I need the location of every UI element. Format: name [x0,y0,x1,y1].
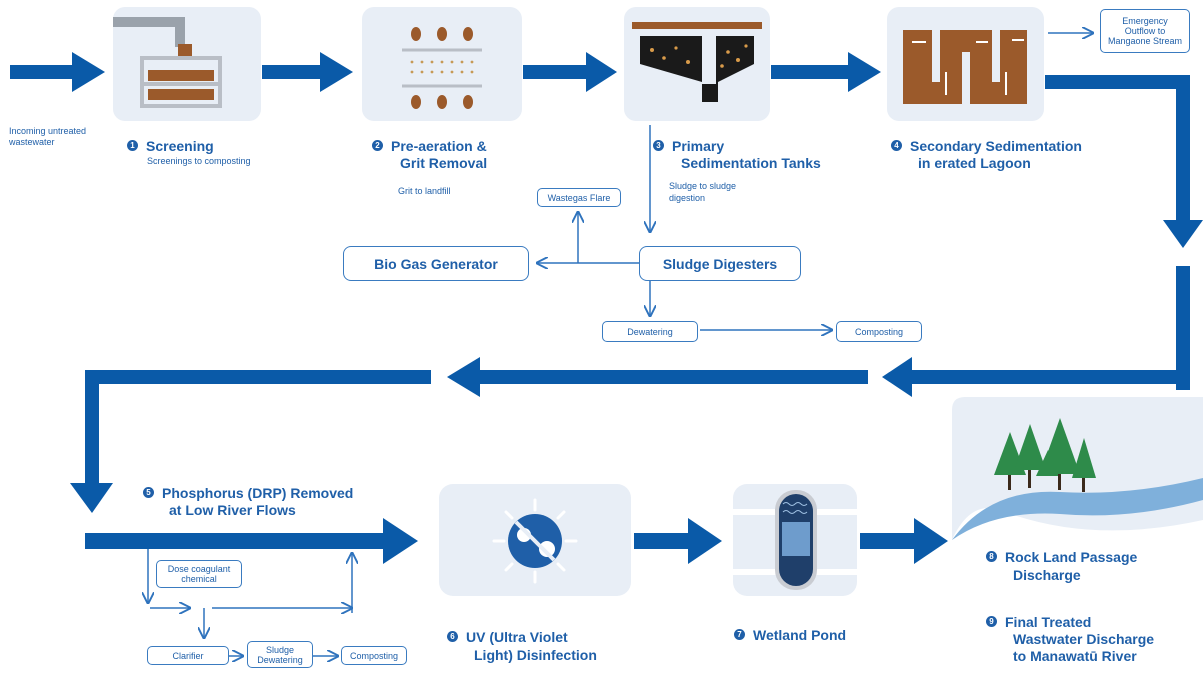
stage-3-label: 3 Primary [653,138,724,156]
wetland-pond-illustration [733,484,857,596]
composting-top-box: Composting [836,321,922,342]
dose-coagulant-box: Dose coagulant chemical [156,560,242,588]
stage-8-number: 8 [986,551,997,562]
wastegas-flare-box: Wastegas Flare [537,188,621,207]
stage-3-title-line2: Sedimentation Tanks [681,155,821,171]
stage-7-label: 7 Wetland Pond [734,627,846,645]
stage-9-number: 9 [986,616,997,627]
sludge-digesters-box: Sludge Digesters [639,246,801,281]
stage-8-title-line2: Discharge [1013,567,1081,583]
clarifier-box: Clarifier [147,646,229,665]
stage-4-label: 4 Secondary Sedimentation [891,138,1082,156]
stage-9-title-line3: to Manawatū River [1013,648,1137,664]
primary-sedimentation-illustration [624,7,770,121]
stage-5-number: 5 [143,487,154,498]
uv-disinfection-illustration [439,484,631,596]
stage-5-label: 5 Phosphorus (DRP) Removed [143,485,353,503]
stage-3-title-line1: Primary [672,138,725,154]
stage-1-note: Screenings to composting [147,156,251,166]
dose-line2: chemical [181,574,217,584]
dewatering-box: Dewatering [602,321,698,342]
stage-6-title-line2: Light) Disinfection [474,647,597,663]
sludge-dewatering-line1: Sludge [265,644,295,655]
sludge-dewatering-line2: Dewatering [257,654,303,665]
aerated-lagoon-illustration [887,7,1044,121]
stage-8-title-line1: Rock Land Passage [1005,549,1138,565]
stage-9-title-line1: Final Treated [1005,614,1092,630]
stage-1-number: 1 [127,140,138,151]
grit-removal-illustration [362,7,522,121]
stage-4-title-line1: Secondary Sedimentation [910,138,1082,154]
stage-6-number: 6 [447,631,458,642]
stage-2-note: Grit to landfill [398,186,451,196]
stage-5-title-line2: at Low River Flows [169,502,296,518]
stage-1-title: Screening [146,138,214,154]
stage-6-title-line1: UV (Ultra Violet [466,629,568,645]
river-landscape-illustration [952,397,1203,540]
stage-2-label: 2 Pre-aeration & [372,138,487,156]
main-flow-arrows [10,52,1203,564]
bio-gas-generator-box: Bio Gas Generator [343,246,529,281]
incoming-wastewater-label: Incoming untreated wastewater [9,126,87,147]
stage-1-label: 1 Screening [127,138,214,156]
stage-6-label: 6 UV (Ultra Violet [447,629,568,647]
stage-9-title-line2: Wastwater Discharge [1013,631,1155,647]
stage-8-label: 8 Rock Land Passage [986,549,1137,567]
thin-connectors [148,33,1093,656]
stage-7-number: 7 [734,629,745,640]
emergency-outflow-box: Emergency Outflow to Mangaone Stream [1100,9,1190,53]
stage-4-title-line2: in erated Lagoon [918,155,1031,171]
stage-4-number: 4 [891,140,902,151]
stage-5-title-line1: Phosphorus (DRP) Removed [162,485,354,501]
sludge-dewatering-box: Sludge Dewatering [247,641,313,668]
stage-2-title-line2: Grit Removal [400,155,488,171]
stage-2-number: 2 [372,140,383,151]
emergency-line2: Outflow to [1124,26,1166,36]
stage-3-note-line1: Sludge to sludge [669,181,737,191]
dose-line1: Dose coagulant [167,564,231,574]
stage-3-note-line2: digestion [669,193,706,203]
screening-illustration [113,7,261,121]
stage-3-number: 3 [653,140,664,151]
stage-2-title-line1: Pre-aeration & [391,138,487,154]
stage-7-title: Wetland Pond [753,627,847,643]
composting-bottom-box: Composting [341,646,407,665]
emergency-line3: Mangaone Stream [1107,36,1183,46]
stage-9-label: 9 Final Treated [986,614,1091,632]
emergency-line1: Emergency [1122,16,1168,26]
